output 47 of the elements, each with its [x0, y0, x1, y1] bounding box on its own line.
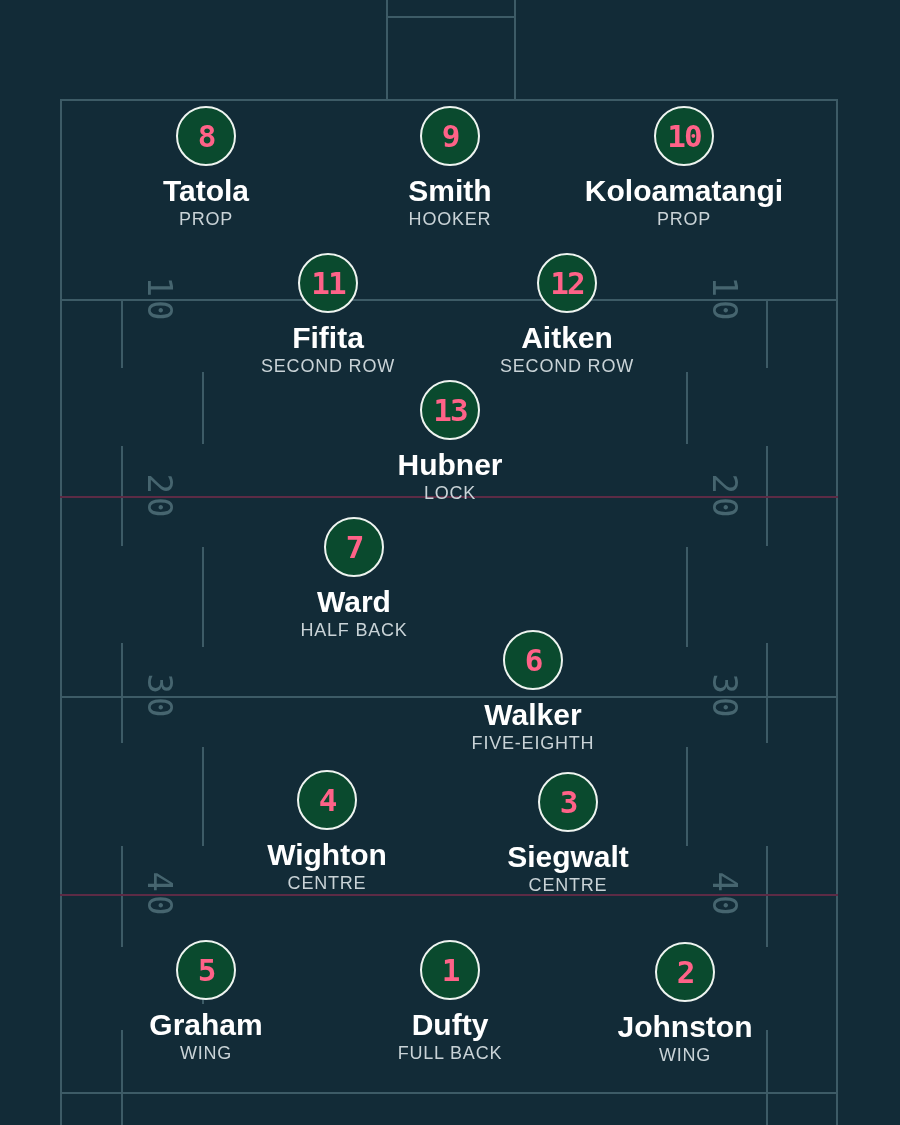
- jersey-number-marker: 10: [654, 106, 714, 166]
- player-position: CENTRE: [528, 876, 608, 896]
- player-name: Ward: [317, 584, 391, 618]
- jersey-number-marker: 2: [655, 942, 715, 1002]
- jersey-number-marker: 13: [420, 380, 480, 440]
- yard-number: 40: [708, 871, 742, 919]
- player-position: SECOND ROW: [500, 357, 634, 377]
- jersey-number-marker: 1: [420, 940, 480, 1000]
- yard-number: 10: [143, 276, 177, 324]
- player-name: Walker: [484, 697, 582, 731]
- player-position: WING: [658, 1046, 712, 1066]
- player-position: FULL BACK: [397, 1044, 503, 1064]
- jersey-number-marker: 7: [324, 517, 384, 577]
- jersey-number-marker: 11: [298, 253, 358, 313]
- player-name: Aitken: [521, 320, 613, 354]
- yard-number: 20: [708, 473, 742, 521]
- player-name: Siegwalt: [507, 839, 629, 873]
- jersey-number-marker: 12: [537, 253, 597, 313]
- player-position: CENTRE: [287, 874, 367, 894]
- yard-number: 40: [143, 871, 177, 919]
- player-name: Dufty: [411, 1007, 489, 1041]
- player-name: Graham: [149, 1007, 263, 1041]
- player-name: Tatola: [162, 173, 250, 207]
- yard-number: 10: [708, 276, 742, 324]
- player-position: HOOKER: [408, 210, 492, 230]
- player-position: SECOND ROW: [261, 357, 395, 377]
- yard-number: 30: [143, 673, 177, 721]
- player-position: LOCK: [423, 484, 477, 504]
- jersey-number-marker: 3: [538, 772, 598, 832]
- player-position: HALF BACK: [300, 621, 408, 641]
- jersey-number-marker: 4: [297, 770, 357, 830]
- player-position: PROP: [656, 210, 712, 230]
- player-name: Wighton: [267, 837, 387, 871]
- jersey-number-marker: 9: [420, 106, 480, 166]
- player-name: Fifita: [292, 320, 364, 354]
- yard-number: 20: [143, 473, 177, 521]
- jersey-number-marker: 5: [176, 940, 236, 1000]
- player-position: WING: [179, 1044, 233, 1064]
- player-name: Johnston: [617, 1009, 753, 1043]
- jersey-number-marker: 8: [176, 106, 236, 166]
- player-name: Smith: [408, 173, 492, 207]
- yard-number: 30: [708, 673, 742, 721]
- player-name: Koloamatangi: [584, 173, 784, 207]
- player-position: PROP: [178, 210, 234, 230]
- player-name: Hubner: [397, 447, 503, 481]
- jersey-number-marker: 6: [503, 630, 563, 690]
- player-position: FIVE-EIGHTH: [471, 734, 595, 754]
